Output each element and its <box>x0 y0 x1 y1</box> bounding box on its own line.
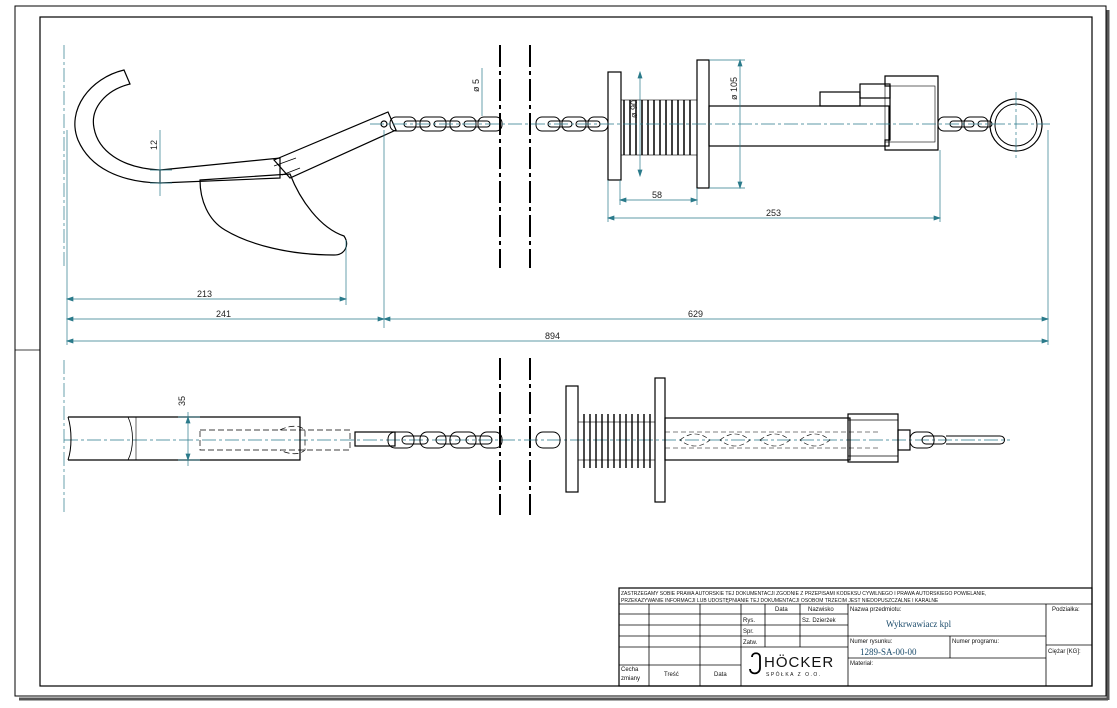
value-numer-rysunku: 1289-SA-00-00 <box>860 647 917 657</box>
label-numer-programu: Numer programu: <box>952 639 999 645</box>
dim-213: 213 <box>197 289 212 299</box>
inner-frame <box>39 16 1093 687</box>
arm-side <box>354 431 396 447</box>
company-subtitle: SPÓŁKA Z O.O. <box>766 671 822 678</box>
tube-bracket <box>819 91 861 107</box>
break-lines <box>499 45 531 515</box>
copyright-line-1: ZASTRZEGAMY SOBIE PRAWA AUTORSKIE TEJ DO… <box>621 591 986 597</box>
drawn-by: Sz. Dzierżek <box>802 618 837 624</box>
row-zatw: Zatw. <box>743 640 758 646</box>
title-block-text: ZASTRZEGAMY SOBIE PRAWA AUTORSKIE TEJ DO… <box>621 591 1081 682</box>
dim-629: 629 <box>688 309 703 319</box>
label-material: Materiał: <box>850 661 873 667</box>
hook-shank <box>159 157 281 184</box>
title-block <box>618 587 1093 687</box>
tube-side <box>664 417 851 461</box>
dim-phi105: ø 105 <box>729 77 739 100</box>
header-data: Data <box>775 607 788 613</box>
dim-58: 58 <box>652 190 662 200</box>
company-name: HÖCKER <box>764 653 834 671</box>
company-logo: HÖCKER SPÓŁKA Z O.O. <box>749 652 834 678</box>
dim-12: 12 <box>149 140 159 150</box>
dim-894: 894 <box>545 331 560 341</box>
label-numer-rysunku: Numer rysunku: <box>850 639 893 645</box>
dim-253: 253 <box>766 208 781 218</box>
dim-241: 241 <box>216 309 231 319</box>
dimension-labels: 213 241 629 894 58 253 12 ø 5 ø 90 ø 105 <box>149 77 781 341</box>
label-podzialka: Podziałka: <box>1052 607 1080 613</box>
label-cecha: Cecha <box>621 667 639 673</box>
header-nazwisko: Nazwisko <box>808 607 834 613</box>
copyright-line-2: PRZEKAZYWANIE INFORMACJI LUB UDOSTĘPNIAN… <box>621 598 939 604</box>
label-zmiany: zmiany <box>621 676 640 682</box>
row-rys: Rys. <box>743 618 755 624</box>
label-tresc: Treść <box>664 672 679 678</box>
handle-lever <box>199 173 348 256</box>
value-nazwa-przedmiotu: Wykrwawiacz kpl <box>886 619 952 629</box>
label-nazwa-przedmiotu: Nazwa przedmiotu: <box>850 607 902 613</box>
dim-35: 35 <box>177 396 187 406</box>
dimensions <box>65 58 1050 345</box>
chain-side <box>387 431 561 449</box>
dim-phi90: ø 90 <box>629 100 639 118</box>
spring-side <box>583 414 651 468</box>
tube-body <box>708 105 890 147</box>
dim-phi5: ø 5 <box>471 79 481 92</box>
label-data: Data <box>714 672 727 678</box>
row-spr: Spr. <box>743 629 754 635</box>
ring-side <box>946 435 1005 445</box>
center-lines <box>64 92 1050 441</box>
logo-mark <box>749 652 761 675</box>
label-ciezar: Ciężar [KG]: <box>1048 649 1081 655</box>
tension-arm <box>272 111 397 179</box>
